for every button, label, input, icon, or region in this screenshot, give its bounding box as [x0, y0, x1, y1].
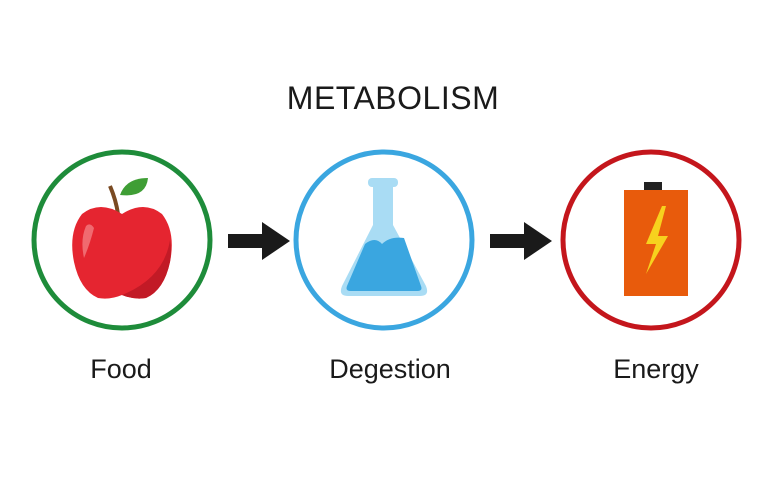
apple-icon	[72, 178, 172, 299]
label-energy: Energy	[613, 354, 699, 384]
step-energy	[560, 149, 742, 331]
step-food	[31, 149, 213, 331]
energy-ring	[560, 149, 742, 331]
lightning-icon	[646, 206, 668, 274]
arrow-2	[490, 222, 552, 260]
label-food: Food	[90, 354, 152, 384]
food-ring	[31, 149, 213, 331]
label-digestion: Degestion	[329, 354, 451, 384]
digestion-ring	[293, 149, 475, 331]
flask-icon	[340, 178, 428, 296]
battery-icon	[624, 182, 688, 296]
arrow-1	[228, 222, 290, 260]
step-digestion	[293, 149, 475, 331]
diagram-title: METABOLISM	[286, 80, 500, 116]
